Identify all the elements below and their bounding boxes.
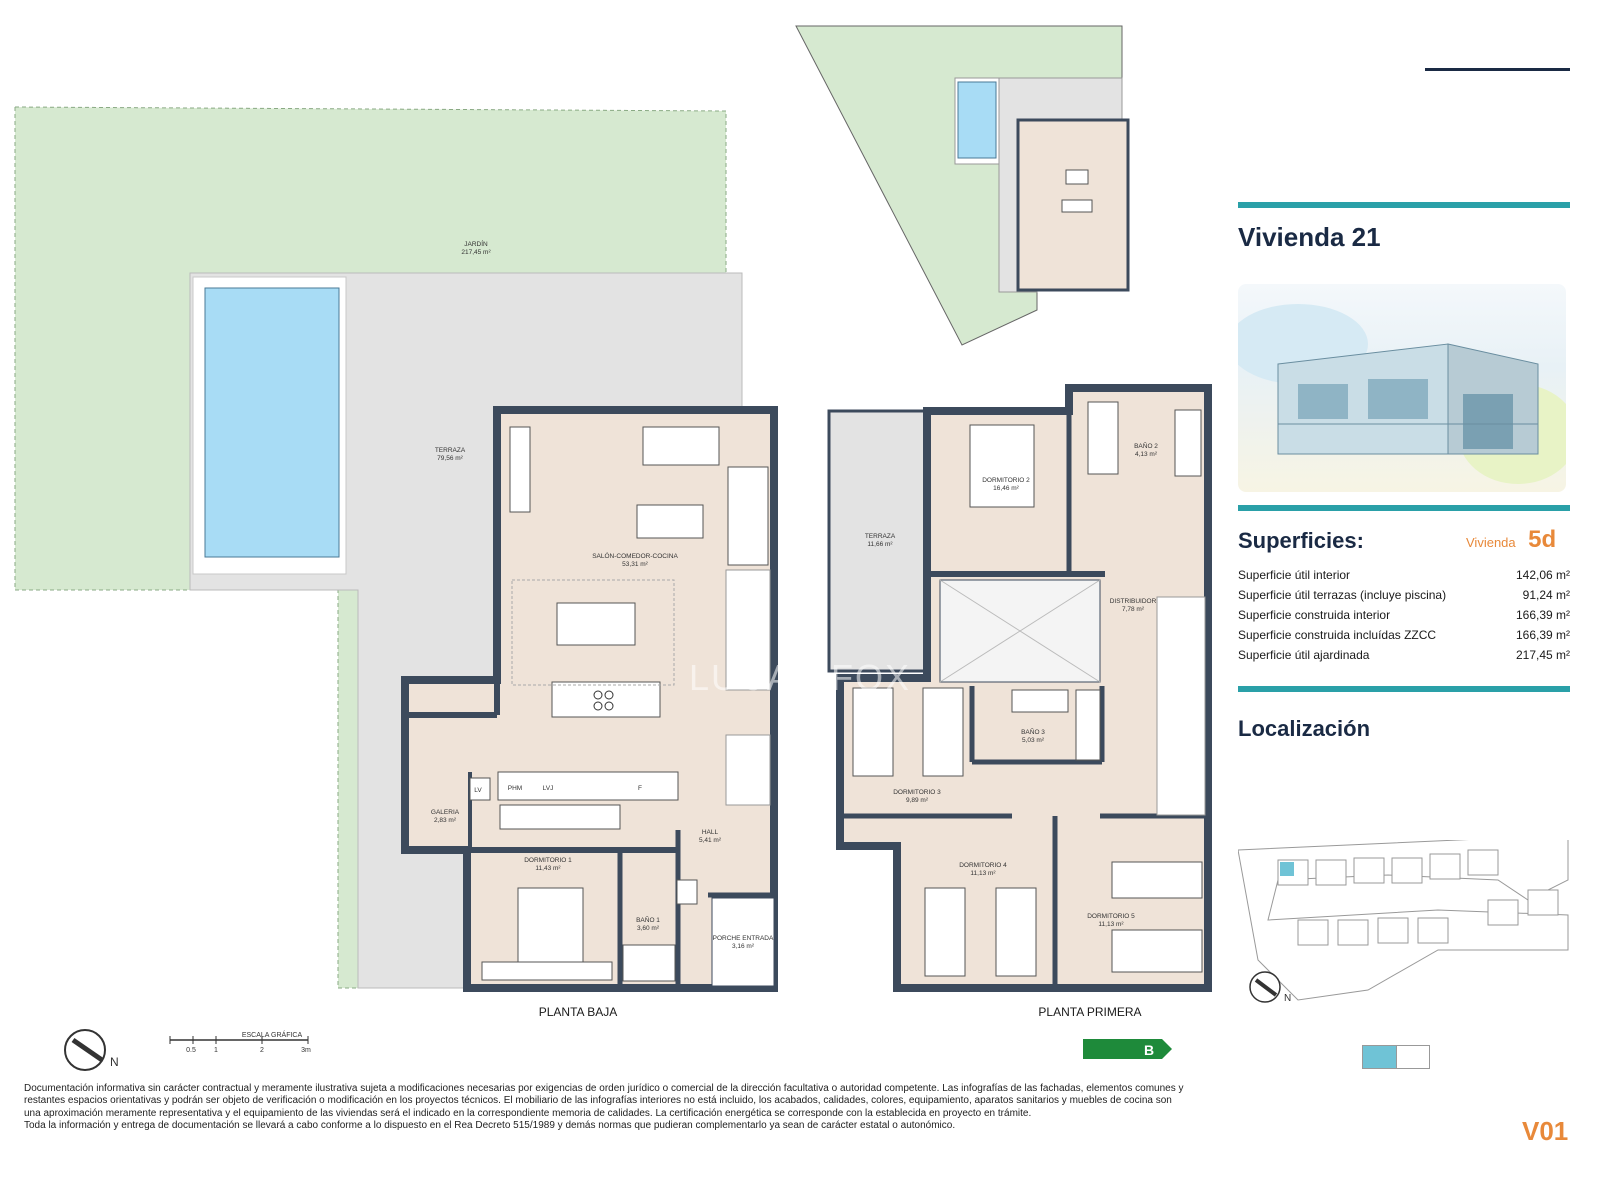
disclaimer-text: Documentación informativa sin carácter c… xyxy=(24,1083,1186,1133)
svg-text:2: 2 xyxy=(260,1047,264,1054)
disclaimer-paragraph-2: Toda la información y entrega de documen… xyxy=(24,1120,956,1132)
location-north-label: N xyxy=(1284,993,1291,1004)
house-first-floor xyxy=(836,384,1212,992)
appliance-lvj: LVJ xyxy=(543,785,554,792)
svg-text:3m: 3m xyxy=(301,1047,311,1054)
disclaimer-paragraph-1: Documentación informativa sin carácter c… xyxy=(24,1083,1184,1119)
appliance-lv: LV xyxy=(474,787,482,794)
pool-water xyxy=(204,287,340,558)
caption-planta-baja: PLANTA BAJA xyxy=(538,1005,618,1019)
svg-text:ESCALA GRÁFICA: ESCALA GRÁFICA xyxy=(242,1030,303,1039)
top-accent-line xyxy=(1425,68,1570,71)
dwelling-type-value: 5d xyxy=(1528,526,1557,553)
areas-heading: Superficies: xyxy=(1238,528,1364,553)
site-key-plan xyxy=(795,25,1130,346)
version-label: V01 xyxy=(1522,1116,1569,1146)
graphic-scale: ESCALA GRÁFICA 0.5 1 2 3m xyxy=(169,1030,311,1054)
svg-text:B: B xyxy=(1144,1042,1154,1058)
appliance-f: F xyxy=(638,785,642,792)
svg-text:0.5: 0.5 xyxy=(186,1047,196,1054)
unit-legend-other xyxy=(1395,1046,1429,1068)
north-label: N xyxy=(110,1055,119,1069)
energy-rating-badge: B xyxy=(1083,1039,1172,1059)
panel-rule-2 xyxy=(1238,505,1570,511)
area-row: Superficie útil terrazas (incluye piscin… xyxy=(1238,588,1570,602)
panel-title: Vivienda 21 xyxy=(1238,222,1381,252)
appliance-phm: PHM xyxy=(508,785,522,792)
watermark-logo: LUCAS FOX xyxy=(689,657,911,698)
dwelling-type-label: Vivienda xyxy=(1466,535,1516,550)
unit-legend xyxy=(1362,1045,1430,1069)
panel-rule-1 xyxy=(1238,202,1570,208)
north-arrow-ground: N xyxy=(64,1029,119,1071)
svg-text:1: 1 xyxy=(214,1047,218,1054)
location-map: N xyxy=(1238,840,1569,1004)
panel-rule-3 xyxy=(1238,686,1570,692)
caption-planta-primera: PLANTA PRIMERA xyxy=(1038,1005,1142,1019)
render-image xyxy=(1238,284,1566,492)
location-heading: Localización xyxy=(1238,716,1371,741)
unit-legend-selected xyxy=(1363,1046,1396,1068)
garden-strip xyxy=(337,589,359,989)
first-floor-terrace xyxy=(827,409,928,673)
dwelling-type: Vivienda 5d xyxy=(1466,526,1556,554)
